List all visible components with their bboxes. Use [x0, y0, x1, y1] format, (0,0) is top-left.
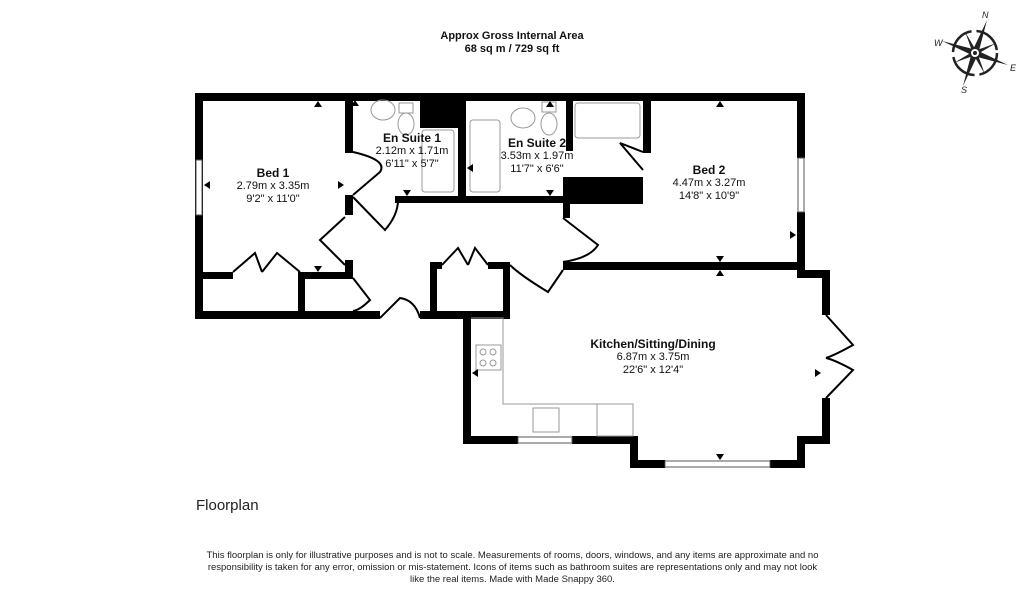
- toilet-bowl-1: [397, 112, 415, 136]
- toilet-cistern-2: [541, 101, 557, 113]
- bath-bed-2: [574, 102, 641, 139]
- room-kitchen-sitting-dining: Kitchen/Sitting/Dining 6.87m x 3.75m 22'…: [590, 338, 715, 377]
- compass-south: S: [961, 85, 968, 95]
- room-metric: 6.87m x 3.75m: [616, 351, 690, 363]
- sink-en-suite-2: [510, 107, 536, 129]
- room-name: Bed 2: [692, 163, 726, 177]
- room-name: En Suite 2: [507, 136, 567, 150]
- gross-internal-area: Approx Gross Internal Area 68 sq m / 729…: [412, 30, 612, 56]
- room-metric: 2.79m x 3.35m: [236, 180, 310, 192]
- kitchen-worktop: [471, 317, 598, 436]
- compass-rose: N E S W: [930, 8, 1020, 98]
- room-bed-1: Bed 1 2.79m x 3.35m 9'2" x 11'0": [237, 167, 310, 206]
- compass-west: W: [934, 38, 943, 48]
- room-metric: 2.12m x 1.71m: [375, 145, 449, 157]
- compass-icon: [942, 20, 1008, 86]
- bath-en-suite-1: [421, 129, 455, 193]
- area-title: Approx Gross Internal Area: [440, 30, 584, 42]
- room-imperial: 22'6" x 12'4": [622, 364, 684, 376]
- room-imperial: 14'8" x 10'9": [678, 190, 740, 202]
- room-name: Bed 1: [256, 166, 290, 180]
- windows: [195, 157, 805, 468]
- compass-north: N: [982, 10, 989, 20]
- floor-title: Floorplan: [196, 497, 259, 514]
- room-bed-2: Bed 2 4.47m x 3.27m 14'8" x 10'9": [673, 164, 746, 203]
- disclaimer: This floorplan is only for illustrative …: [206, 550, 819, 585]
- doors: [232, 142, 855, 399]
- kitchen-sink: [532, 407, 560, 433]
- room-en-suite-2: En Suite 2 3.53m x 1.97m 11'7" x 6'6": [501, 137, 574, 176]
- toilet-cistern-1: [398, 102, 414, 114]
- toilet-bowl-2: [540, 112, 558, 136]
- hob: [475, 344, 502, 371]
- sink-en-suite-1: [370, 99, 396, 121]
- room-imperial: 6'11" x 5'7": [385, 158, 439, 170]
- room-name: Kitchen/Sitting/Dining: [590, 337, 716, 351]
- room-name: En Suite 1: [382, 131, 442, 145]
- measurement-markers: [204, 100, 821, 460]
- room-imperial: 9'2" x 11'0": [246, 193, 300, 205]
- area-value: 68 sq m / 729 sq ft: [464, 43, 560, 55]
- bath-en-suite-2: [469, 119, 501, 193]
- compass-east: E: [1010, 63, 1017, 73]
- room-imperial: 11'7" x 6'6": [510, 163, 564, 175]
- room-metric: 3.53m x 1.97m: [500, 150, 574, 162]
- kitchen-appliance: [596, 403, 634, 437]
- room-en-suite-1: En Suite 1 2.12m x 1.71m 6'11" x 5'7": [376, 132, 449, 171]
- room-metric: 4.47m x 3.27m: [672, 177, 746, 189]
- fixtures: [370, 99, 641, 437]
